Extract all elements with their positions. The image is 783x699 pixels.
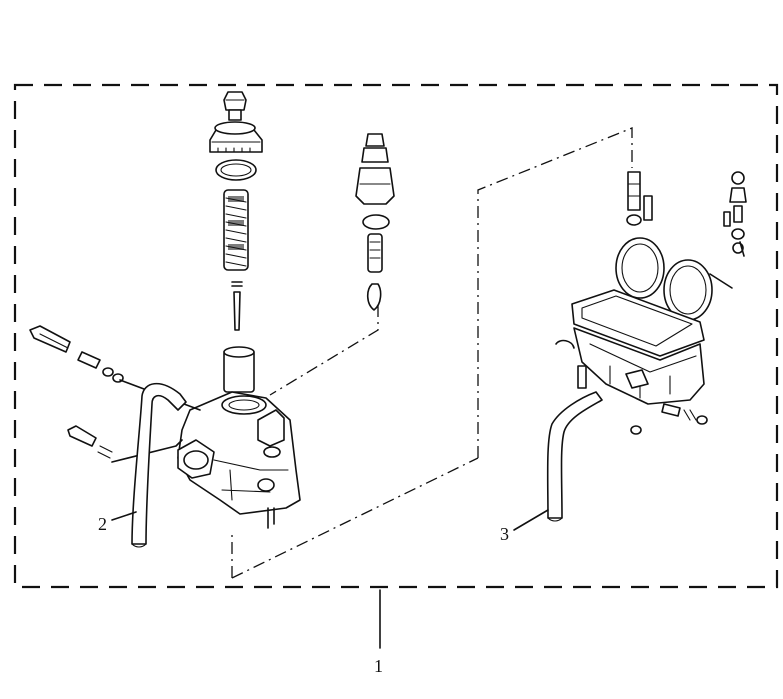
connection-lines	[231, 127, 633, 579]
mixing-chamber-cap	[209, 121, 263, 153]
callout-2: 2	[98, 514, 107, 534]
o-ring	[215, 159, 257, 181]
jet-parts-right	[723, 171, 747, 257]
right-carburetor: 3	[500, 171, 747, 544]
needle-valve-right	[626, 171, 653, 226]
callout-3: 3	[500, 524, 509, 544]
jet-needle	[231, 281, 243, 331]
overflow-hose-left	[131, 382, 187, 548]
throttle-valve	[223, 346, 255, 393]
bowl-clip	[555, 339, 587, 389]
left-carburetor: 2	[29, 91, 301, 548]
idle-screw	[67, 425, 183, 463]
drain-screw	[630, 403, 708, 435]
throttle-spring	[223, 189, 249, 271]
leader-line-2	[111, 511, 137, 521]
carburetor-body-left	[177, 391, 301, 529]
leader-line-3	[513, 509, 549, 531]
float-bowl	[573, 327, 705, 405]
cap-fitting-top	[223, 91, 247, 121]
float-bowl-gasket	[571, 289, 705, 357]
floats	[615, 237, 733, 321]
assembly-frame	[13, 83, 779, 589]
callout-1: 1	[374, 656, 383, 676]
float-valve-set	[355, 133, 395, 311]
overflow-hose-right	[546, 391, 603, 522]
